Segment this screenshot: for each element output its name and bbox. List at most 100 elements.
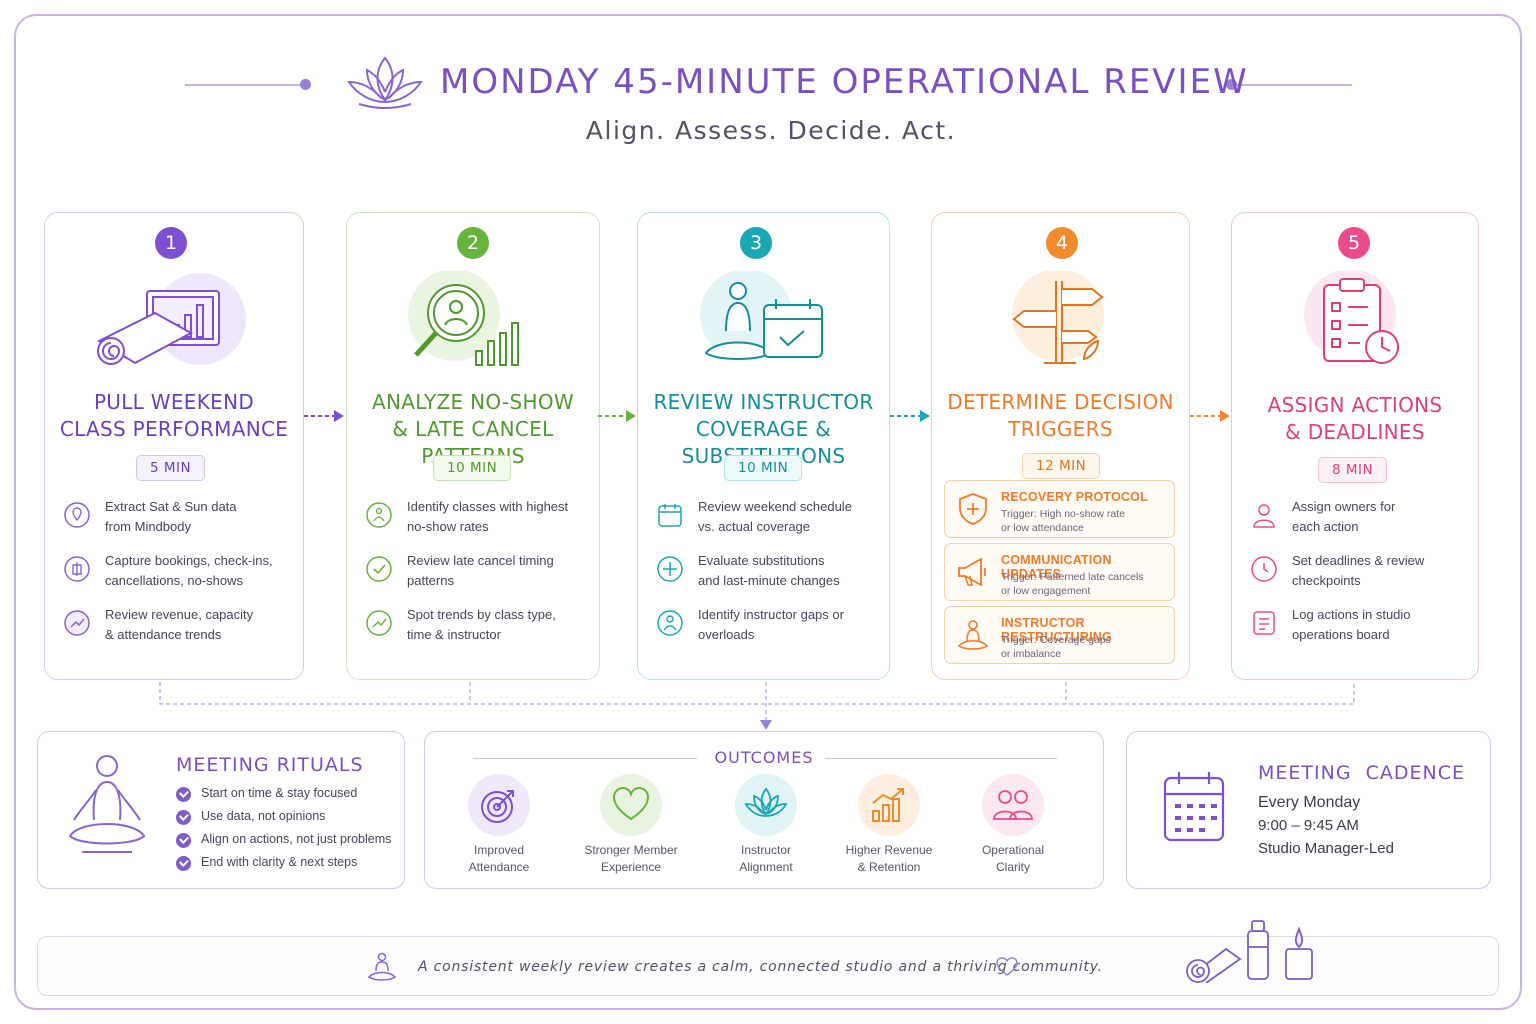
team-icon — [993, 790, 1033, 820]
step-card-2: 2 ANALYZE NO-SHOW& LATE CANCEL PATTERNS … — [346, 212, 600, 680]
trend-icon — [64, 610, 90, 636]
check-icon — [176, 787, 191, 802]
check-icon — [176, 856, 191, 871]
list-item: Spot trends by class type,time & instruc… — [365, 605, 585, 659]
meditation-icon — [957, 620, 989, 650]
step-card-5: 5 ASSIGN ACTIONS& DEADLINES 8 MIN Assign… — [1231, 212, 1479, 680]
cadence-day: Every Monday — [1258, 794, 1361, 811]
list-item: Capture bookings, check-ins,cancellation… — [63, 551, 289, 605]
rituals-title: MEETING RITUALS — [176, 754, 364, 776]
connector-lines — [159, 682, 1355, 730]
header-rule-left — [185, 84, 303, 86]
check-icon — [176, 810, 191, 825]
footer-text: A consistent weekly review creates a cal… — [418, 959, 1103, 975]
ritual-item: Start on time & stay focused — [176, 786, 391, 809]
cadence-led: Studio Manager-Led — [1258, 840, 1394, 857]
step-title: ASSIGN ACTIONS& DEADLINES — [1267, 393, 1443, 444]
ritual-item: Align on actions, not just problems — [176, 832, 391, 855]
yoga-props-icon — [1186, 920, 1313, 983]
megaphone-icon — [958, 557, 986, 587]
flow-arrow — [1190, 410, 1230, 422]
pin-icon — [64, 502, 90, 528]
duration-badge: 5 MIN — [136, 455, 206, 481]
meditation-icon — [366, 502, 392, 528]
trigger-title: RECOVERY PROTOCOL — [1001, 490, 1148, 504]
clipboard-icon — [64, 556, 90, 582]
step-number-badge: 5 — [1338, 227, 1370, 259]
outcome-item: Higher Revenue& Retention — [829, 774, 949, 876]
heart-icon — [996, 957, 1018, 976]
divider — [825, 758, 1057, 759]
checklist-clock-illustration — [1304, 271, 1399, 364]
trigger-card-communication: COMMUNICATION UPDATES Trigger: Patterned… — [944, 543, 1175, 601]
magnifier-chart-illustration — [408, 271, 519, 366]
cadence-time: 9:00 – 9:45 AM — [1258, 817, 1359, 834]
page-subtitle: Align. Assess. Decide. Act. — [585, 116, 957, 145]
signpost-illustration — [1012, 271, 1104, 364]
trigger-title: COMMUNICATION UPDATES — [1001, 553, 1112, 581]
calendar-icon — [1163, 772, 1225, 842]
step-number-badge: 4 — [1046, 227, 1078, 259]
meeting-rituals-panel: MEETING RITUALS Start on time & stay foc… — [37, 731, 405, 889]
growth-icon — [872, 788, 904, 822]
trend-icon — [366, 610, 392, 636]
ritual-item: End with clarity & next steps — [176, 855, 391, 878]
heart-icon — [612, 786, 650, 821]
outcomes-title: OUTCOMES — [714, 748, 814, 767]
footer-banner: A consistent weekly review creates a cal… — [37, 920, 1499, 996]
list-item: Review revenue, capacity& attendance tre… — [63, 605, 289, 659]
duration-badge: 12 MIN — [1022, 453, 1101, 479]
page-title: MONDAY 45-MINUTE OPERATIONAL REVIEW — [440, 62, 1249, 102]
person-icon — [657, 610, 683, 636]
clock-icon — [1251, 556, 1277, 582]
trigger-card-recovery: RECOVERY PROTOCOL Trigger: High no-show … — [944, 480, 1175, 538]
yoga-mat-chart-illustration — [96, 273, 246, 365]
swap-icon — [657, 556, 683, 582]
header-dot-left — [300, 79, 311, 90]
step-number-badge: 3 — [740, 227, 772, 259]
duration-badge: 8 MIN — [1318, 457, 1388, 483]
board-icon — [1253, 611, 1275, 635]
target-icon — [481, 790, 514, 823]
ritual-item: Use data, not opinions — [176, 809, 391, 832]
step-number-badge: 2 — [457, 227, 489, 259]
cadence-title: MEETING CADENCE — [1258, 762, 1466, 784]
check-icon — [366, 556, 392, 582]
check-icon — [176, 833, 191, 848]
step-number-badge: 1 — [155, 227, 187, 259]
calendar-icon — [658, 504, 682, 527]
header-rule-right — [1234, 84, 1352, 86]
flow-arrow — [598, 410, 636, 422]
trigger-title: INSTRUCTOR RESTRUCTURING — [1001, 616, 1112, 644]
meeting-cadence-panel: MEETING CADENCE Every Monday 9:00 – 9:45… — [1126, 731, 1491, 889]
lotus-icon — [744, 787, 788, 817]
person-icon — [1253, 504, 1275, 528]
shield-icon — [959, 493, 987, 525]
instructor-calendar-illustration — [700, 271, 823, 361]
divider — [473, 758, 697, 759]
duration-badge: 10 MIN — [433, 455, 512, 481]
header-dot-right — [1226, 79, 1237, 90]
